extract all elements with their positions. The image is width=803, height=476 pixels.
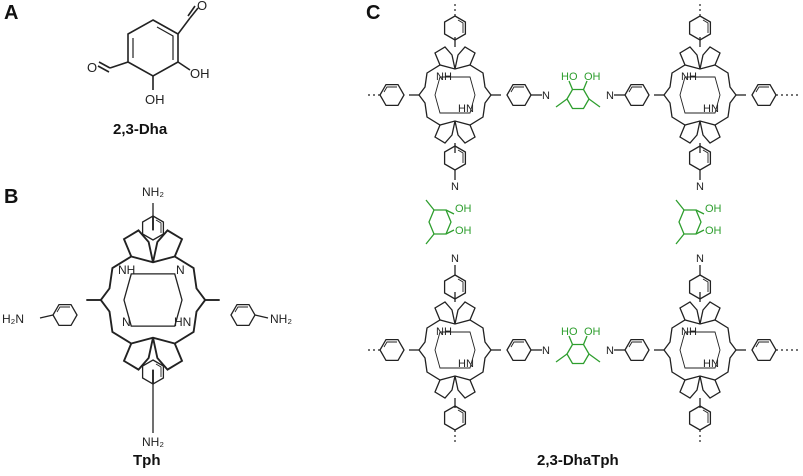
dhatph-oh-top: OH xyxy=(584,71,601,83)
dhatph-ho-top: HO xyxy=(561,71,578,83)
tph-nh2-top: NH₂ xyxy=(142,185,164,199)
dhatph-n-3: N xyxy=(542,345,550,357)
caption-2-3-dhatph: 2,3-DhaTph xyxy=(537,452,619,469)
dhatph-n-7: N xyxy=(696,181,704,193)
dhatph-n-8: N xyxy=(696,253,704,265)
dhatph-hn-3: HN xyxy=(458,358,474,370)
dhatph-hn-1: HN xyxy=(458,103,474,115)
dhatph-nh-2: NH xyxy=(681,71,697,83)
dhatph-n-1: N xyxy=(542,90,550,102)
tph-hn-label: HN xyxy=(174,315,191,329)
dhatph-oh-right-1: OH xyxy=(705,203,722,215)
tph-molecule xyxy=(39,203,269,433)
dhatph-ho-bottom: HO xyxy=(561,326,578,338)
dha-o-left: O xyxy=(87,60,97,75)
dha-molecule xyxy=(97,5,199,90)
panel-a-label: A xyxy=(4,2,19,24)
dhatph-oh-right-2: OH xyxy=(705,225,722,237)
tph-nh2-right: NH₂ xyxy=(270,312,292,326)
tph-h2n-left: H₂N xyxy=(2,312,24,326)
caption-tph: Tph xyxy=(133,452,161,469)
tph-nh2-bottom: NH₂ xyxy=(142,435,164,449)
dhatph-oh-bottom: OH xyxy=(584,326,601,338)
dhatph-n-4: N xyxy=(606,345,614,357)
tph-n-label-2: N xyxy=(122,315,131,329)
dhatph-nh-3: NH xyxy=(436,326,452,338)
panel-b-label: B xyxy=(4,186,19,208)
dhatph-hn-4: HN xyxy=(703,358,719,370)
dhatph-hn-2: HN xyxy=(703,103,719,115)
dha-oh-bottom: OH xyxy=(145,92,165,107)
dhatph-oh-left-2: OH xyxy=(455,225,472,237)
dhatph-n-6: N xyxy=(451,253,459,265)
dhatph-nh-4: NH xyxy=(681,326,697,338)
dhatph-framework xyxy=(366,2,800,445)
dhatph-nh-1: NH xyxy=(436,71,452,83)
caption-2-3-dha: 2,3-Dha xyxy=(113,121,168,138)
dhatph-n-5: N xyxy=(451,181,459,193)
dhatph-oh-left-1: OH xyxy=(455,203,472,215)
dha-o-top: O xyxy=(197,0,207,13)
panel-c-label: C xyxy=(366,2,381,24)
tph-n-label-1: N xyxy=(176,263,185,277)
dhatph-n-2: N xyxy=(606,90,614,102)
tph-nh-label: NH xyxy=(118,263,135,277)
dha-oh-right: OH xyxy=(190,66,210,81)
